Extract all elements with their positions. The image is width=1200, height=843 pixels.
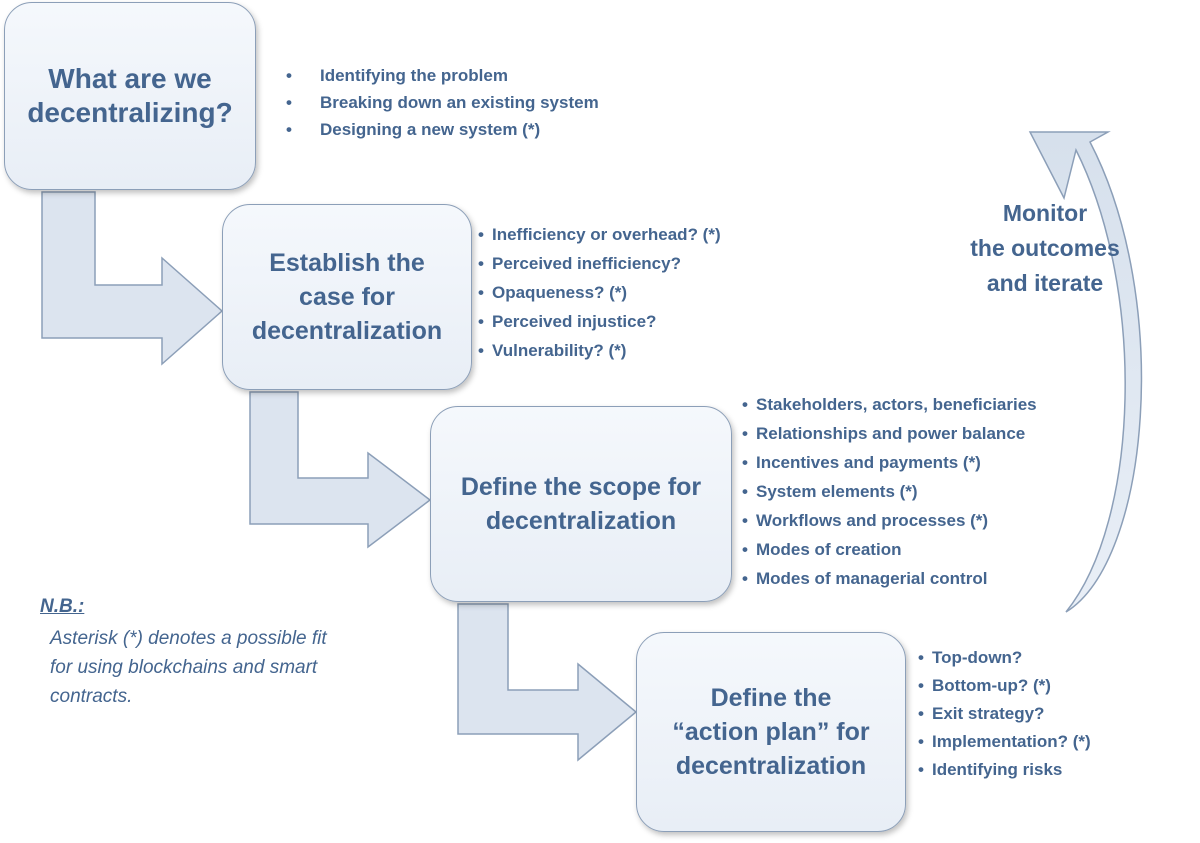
step-4-bullet-list: Top-down? Bottom-up? (*) Exit strategy? … <box>918 644 1091 784</box>
monitor-iterate-label: Monitor the outcomes and iterate <box>970 200 1120 296</box>
list-item: Identifying risks <box>918 756 1091 784</box>
list-item: Top-down? <box>918 644 1091 672</box>
step-box-what-are-we-decentralizing: What are we decentralizing? <box>4 2 256 190</box>
elbow-arrow-1 <box>41 191 224 366</box>
list-item: Stakeholders, actors, beneficiaries <box>742 390 1037 419</box>
list-item: Vulnerability? (*) <box>478 336 721 365</box>
list-item: Incentives and payments (*) <box>742 448 1037 477</box>
list-item: Perceived injustice? <box>478 307 721 336</box>
footnote-text: Asterisk (*) denotes a possible fit for … <box>50 628 327 707</box>
step-label: What are we decentralizing? <box>27 63 233 128</box>
list-item: Designing a new system (*) <box>286 116 599 143</box>
list-item: Opaqueness? (*) <box>478 278 721 307</box>
footnote: N.B.: Asterisk (*) denotes a possible fi… <box>40 596 420 711</box>
list-item: Implementation? (*) <box>918 728 1091 756</box>
list-item: System elements (*) <box>742 477 1037 506</box>
list-item: Modes of creation <box>742 535 1037 564</box>
step-box-establish-case: Establish the case for decentralization <box>222 204 472 390</box>
elbow-arrow-3 <box>457 603 638 762</box>
list-item: Modes of managerial control <box>742 564 1037 593</box>
list-item: Perceived inefficiency? <box>478 249 721 278</box>
step-box-define-scope: Define the scope for decentralization <box>430 406 732 602</box>
list-item: Workflows and processes (*) <box>742 506 1037 535</box>
step-1-bullet-list: Identifying the problem Breaking down an… <box>286 62 599 143</box>
elbow-arrow-2 <box>249 391 432 549</box>
footnote-title: N.B.: <box>40 596 85 617</box>
step-3-bullet-list: Stakeholders, actors, beneficiaries Rela… <box>742 390 1037 593</box>
list-item: Exit strategy? <box>918 700 1091 728</box>
step-label: Define the scope for decentralization <box>460 473 702 535</box>
list-item: Bottom-up? (*) <box>918 672 1091 700</box>
step-label: Establish the case for decentralization <box>251 249 443 345</box>
list-item: Inefficiency or overhead? (*) <box>478 220 721 249</box>
list-item: Identifying the problem <box>286 62 599 89</box>
feedback-curve-arrow <box>1028 131 1143 613</box>
step-2-bullet-list: Inefficiency or overhead? (*) Perceived … <box>478 220 721 365</box>
list-item: Relationships and power balance <box>742 419 1037 448</box>
step-label: Define the “action plan” for decentraliz… <box>672 684 870 780</box>
step-box-action-plan: Define the “action plan” for decentraliz… <box>636 632 906 832</box>
list-item: Breaking down an existing system <box>286 89 599 116</box>
